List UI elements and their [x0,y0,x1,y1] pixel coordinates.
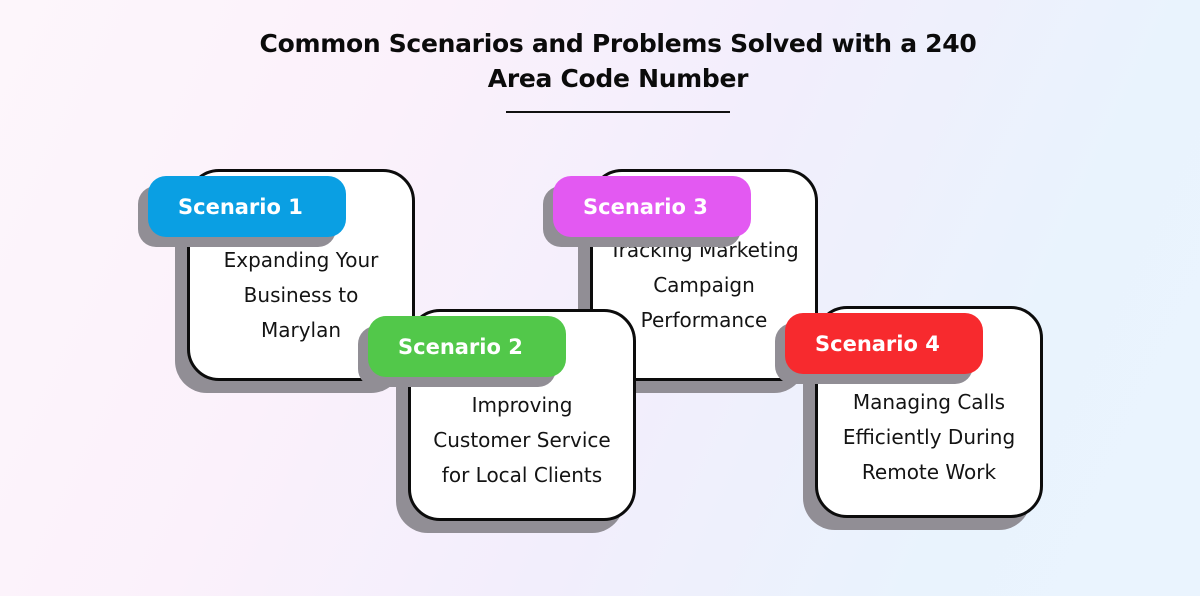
scenario-2-label: Scenario 2 [398,334,523,359]
description-line: Business to [243,282,359,307]
page-title: Common Scenarios and Problems Solved wit… [0,26,1200,96]
description-line: Expanding Your [223,247,379,272]
scenario-3-description: Tracking Marketing Campaign Performance [601,233,806,338]
description-line: Efficiently During [842,424,1016,449]
description-line: Marylan [260,317,342,342]
description-line: Customer Service [433,427,611,452]
description-line: Campaign [653,272,755,297]
scenario-1-description: Expanding Your Business to Marylan [216,243,387,348]
scenario-4-description: Managing Calls Efficiently During Remote… [835,385,1023,490]
title-line-1: Common Scenarios and Problems Solved wit… [259,29,977,58]
scenario-2-badge: Scenario 2 [368,316,566,377]
scenario-3-badge: Scenario 3 [553,176,751,237]
title-underline [506,111,730,113]
scenario-4-label: Scenario 4 [815,331,940,356]
description-line: Performance [640,307,768,332]
scenario-1-badge: Scenario 1 [148,176,346,237]
description-line: for Local Clients [441,462,603,487]
scenario-1-label: Scenario 1 [178,194,303,219]
description-line: Improving [471,392,573,417]
scenario-2-description: Improving Customer Service for Local Cli… [425,388,618,493]
title-line-2: Area Code Number [487,64,749,93]
description-line: Managing Calls [852,389,1006,414]
scenario-4-badge: Scenario 4 [785,313,983,374]
description-line: Remote Work [861,459,997,484]
scenario-3-label: Scenario 3 [583,194,708,219]
